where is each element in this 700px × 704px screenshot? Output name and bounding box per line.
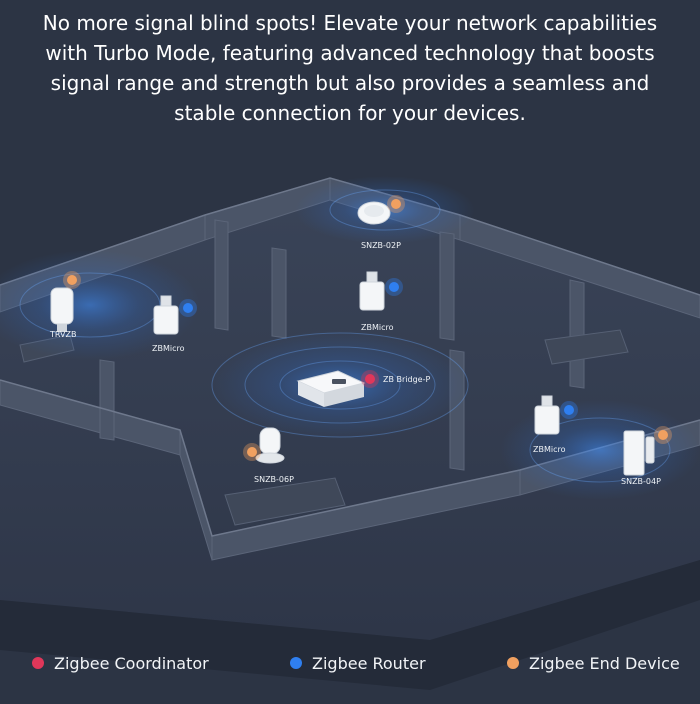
bridge-hub-icon [296,370,366,407]
device-label: SNZB-06P [254,475,294,484]
signal-rings [19,189,671,483]
door-sensor-icon [623,430,655,476]
legend-dot-coordinator [32,657,44,669]
round-sensor-icon [357,201,391,225]
legend-item-end-device: Zigbee End Device [507,646,680,680]
legend-label-coordinator: Zigbee Coordinator [54,653,209,673]
device-snzb-04p: SNZB-04P [621,426,672,486]
device-zbmicro-3: ZBMicro [533,395,578,454]
usb-adapter-icon [534,395,560,435]
role-dot-router [389,282,399,292]
floor-front-edge [0,560,700,690]
legend-dot-router [290,657,302,669]
device-label: ZBMicro [152,344,185,353]
device-snzb-02p: SNZB-02P [357,195,405,250]
device-label: ZB Bridge-P [383,375,430,384]
usb-adapter-icon [153,295,179,335]
role-dot-router [564,405,574,415]
legend-label-router: Zigbee Router [312,653,426,673]
device-zbmicro-1: ZBMicro [152,295,197,353]
legend-dot-end-device [507,657,519,669]
device-zbmicro-2: ZBMicro [359,271,403,332]
usb-adapter-icon [359,271,385,311]
device-label: ZBMicro [361,323,394,332]
role-dot-end_device [391,199,401,209]
device-trvzb: TRVZB [49,271,81,339]
role-dot-end_device [247,447,257,457]
legend-item-coordinator: Zigbee Coordinator [32,646,209,680]
role-dot-end_device [658,430,668,440]
role-dot-end_device [67,275,77,285]
legend-label-end-device: Zigbee End Device [529,653,680,673]
legend-item-router: Zigbee Router [290,646,426,680]
device-label: ZBMicro [533,445,566,454]
device-label: SNZB-04P [621,477,661,486]
presence-sensor-icon [255,427,285,464]
role-dot-coordinator [365,374,375,384]
device-zb-bridge-p: ZB Bridge-P [296,370,430,407]
device-snzb-06p: SNZB-06P [243,427,294,484]
legend: Zigbee Coordinator Zigbee Router Zigbee … [0,646,700,680]
device-label: TRVZB [49,330,76,339]
role-dot-router [183,303,193,313]
device-label: SNZB-02P [361,241,401,250]
headline: No more signal blind spots! Elevate your… [42,11,658,125]
thermostat-valve-icon [50,287,74,332]
